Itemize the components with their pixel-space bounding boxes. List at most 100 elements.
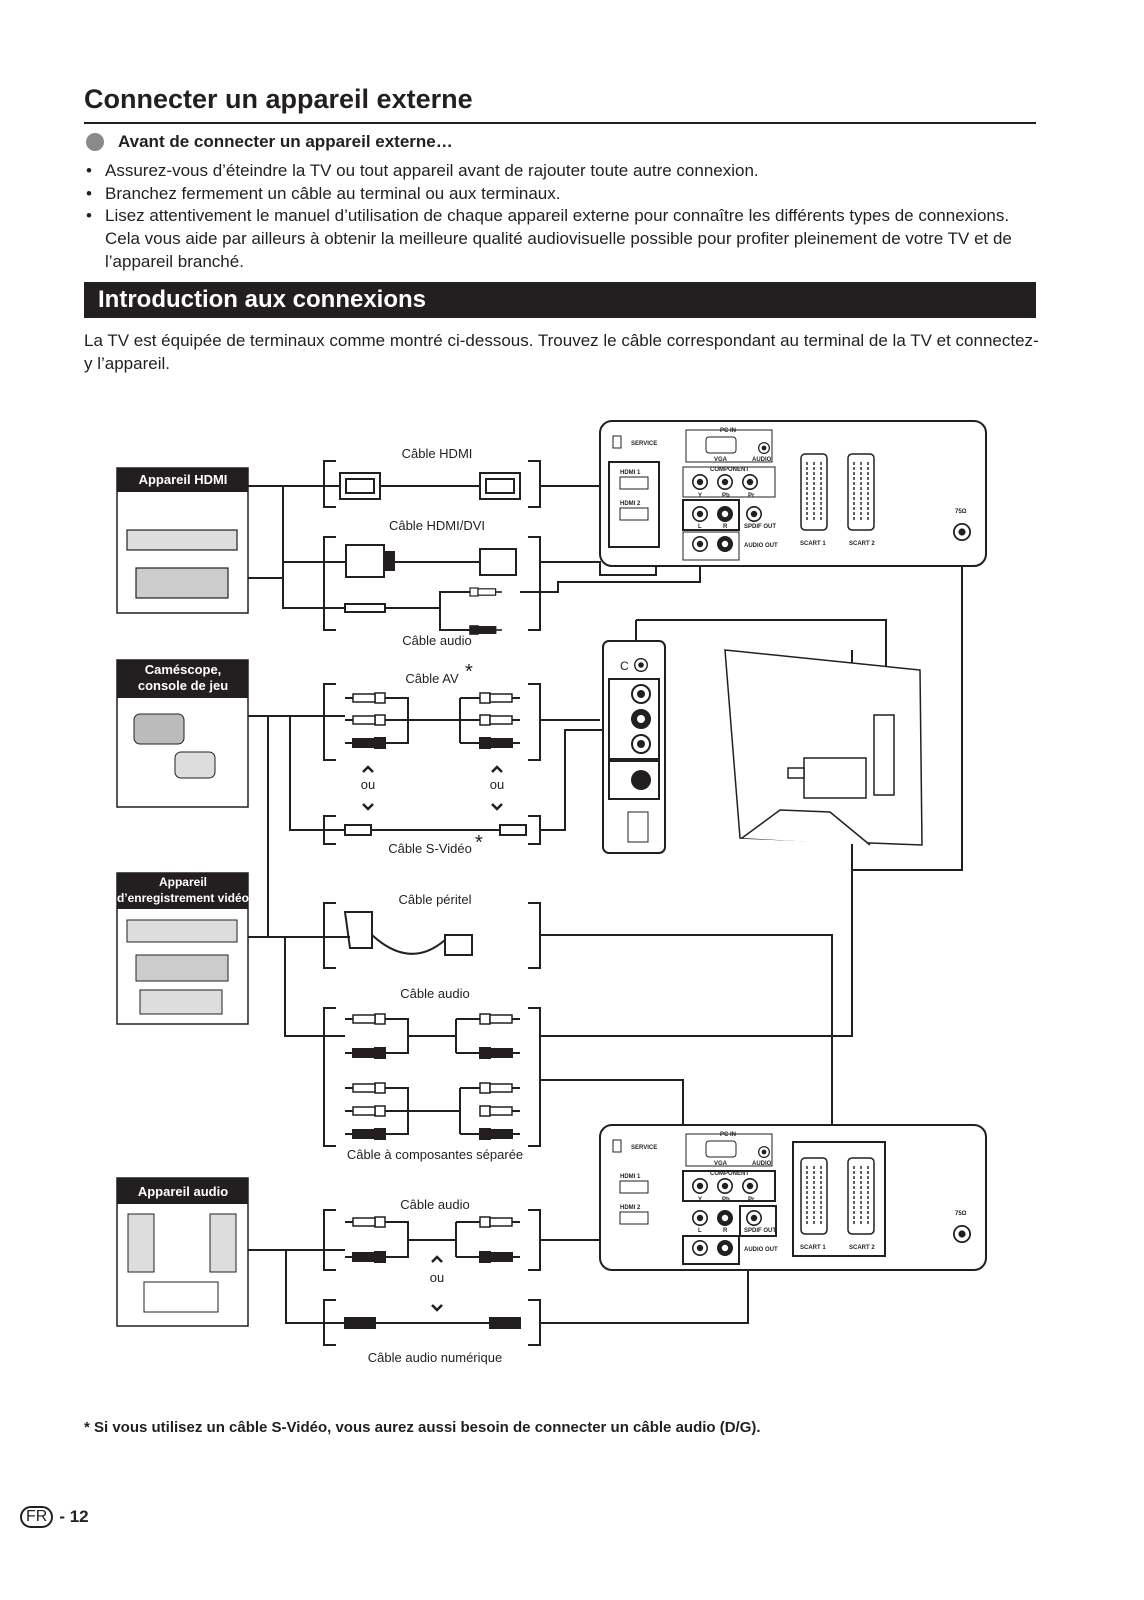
device-camcorder: Caméscope, console de jeu — [116, 659, 249, 808]
page-title: Connecter un appareil externe — [84, 84, 473, 114]
svg-text:PC IN: PC IN — [720, 428, 736, 434]
svg-text:SCART 2: SCART 2 — [849, 541, 875, 547]
svg-text:C: C — [620, 659, 629, 673]
svg-text:SCART 2: SCART 2 — [849, 1245, 875, 1251]
bullet-dot-icon — [86, 133, 104, 151]
svg-text:SPDIF OUT: SPDIF OUT — [744, 524, 776, 530]
svg-text:AUDIO OUT: AUDIO OUT — [744, 1247, 778, 1253]
svg-text:Pb: Pb — [722, 493, 730, 499]
dvd-player-icon — [126, 529, 238, 551]
audio-cable-icon — [344, 587, 503, 635]
bullet-item: Lisez attentivement le manuel d’utilisat… — [84, 205, 1039, 273]
hdmi-dvi-cable-icon — [345, 544, 517, 578]
svg-text:Y: Y — [698, 1197, 702, 1203]
intro-text: La TV est équipée de terminaux comme mon… — [84, 331, 1039, 373]
audio-receiver-icon — [143, 1281, 219, 1313]
device-recorder-label-1: Appareil — [159, 875, 207, 889]
svg-text:Y: Y — [698, 493, 702, 499]
device-hdmi-label: Appareil HDMI — [139, 472, 228, 487]
svg-text:AUDIO OUT: AUDIO OUT — [744, 543, 778, 549]
svg-text:SCART 1: SCART 1 — [800, 541, 826, 547]
cable-hdmi-label: Câble HDMI — [402, 446, 473, 461]
amplifier-icon — [135, 567, 229, 599]
device-audio: Appareil audio — [116, 1177, 249, 1327]
device-camcorder-label-1: Caméscope, — [145, 662, 222, 677]
tv-back-icon — [724, 649, 923, 846]
cable-scart-label: Câble péritel — [399, 892, 472, 907]
av-cable-icon — [344, 692, 521, 749]
asterisk: * — [475, 832, 483, 854]
svg-text:AUDIO: AUDIO — [752, 457, 772, 463]
hdmi-cable-icon — [339, 472, 521, 500]
asterisk: * — [465, 661, 473, 683]
or-label: ou — [430, 1270, 444, 1285]
game-console-icon — [174, 751, 216, 779]
tv-terminal-panel-side: C — [602, 640, 666, 854]
cable-audio-label: Câble audio — [400, 986, 469, 1001]
svg-text:Pr: Pr — [748, 493, 755, 499]
cable-av-label: Câble AV — [405, 671, 459, 686]
svg-text:75Ω: 75Ω — [955, 509, 967, 515]
svg-text:R: R — [723, 524, 728, 530]
svg-text:SCART 1: SCART 1 — [800, 1245, 826, 1251]
bullet-list: Assurez-vous d’éteindre la TV ou tout ap… — [84, 160, 1039, 274]
device-camcorder-label-2: console de jeu — [138, 678, 228, 693]
svg-text:COMPONENT: COMPONENT — [710, 467, 749, 473]
svg-text:HDMI 1: HDMI 1 — [620, 470, 641, 476]
title-rule — [84, 122, 1036, 124]
speaker-icon — [209, 1213, 237, 1273]
svg-text:HDMI 2: HDMI 2 — [620, 501, 641, 507]
audio-cable-icon — [344, 1216, 521, 1263]
language-badge: FR — [20, 1506, 54, 1528]
section-heading: Introduction aux connexions — [84, 282, 1036, 318]
cable-svideo-label: Câble S-Vidéo — [388, 841, 472, 856]
bullet-item: Branchez fermement un câble au terminal … — [84, 183, 1039, 206]
or-label: ou — [361, 777, 375, 792]
svg-text:75Ω: 75Ω — [955, 1211, 967, 1217]
svg-text:SPDIF OUT: SPDIF OUT — [744, 1228, 776, 1234]
before-heading-text: Avant de connecter un appareil externe… — [118, 132, 453, 151]
cable-audio-label: Câble audio — [402, 633, 471, 648]
svg-text:Pr: Pr — [748, 1197, 755, 1203]
svg-text:Pb: Pb — [722, 1197, 730, 1203]
cable-audio-label: Câble audio — [400, 1197, 469, 1212]
page-number: FR - 12 — [20, 1506, 89, 1528]
svg-text:L: L — [698, 524, 702, 530]
audio-cable-icon — [344, 1013, 521, 1059]
svg-text:SERVICE: SERVICE — [631, 441, 657, 447]
cable-component-label: Câble à composantes séparée — [347, 1147, 523, 1162]
svg-text:AUDIO: AUDIO — [752, 1161, 772, 1167]
svg-text:L: L — [698, 1228, 702, 1234]
component-cable-icon — [344, 1082, 521, 1140]
speaker-icon — [127, 1213, 155, 1273]
or-label: ou — [490, 777, 504, 792]
svg-text:R: R — [723, 1228, 728, 1234]
vcr-icon — [135, 954, 229, 982]
device-recorder-label-2: d’enregistrement vidéo — [117, 891, 249, 905]
svg-text:HDMI 2: HDMI 2 — [620, 1205, 641, 1211]
svg-text:VGA: VGA — [714, 1161, 728, 1167]
tv-terminal-panel-top: SERVICE HDMI 1 HDMI 2 PC IN VGA AUDIO CO… — [599, 420, 987, 567]
device-recorder: Appareil d’enregistrement vidéo — [116, 872, 249, 1025]
svg-text:SERVICE: SERVICE — [631, 1145, 657, 1151]
device-hdmi: Appareil HDMI — [116, 467, 249, 614]
vcr-icon — [139, 989, 223, 1015]
svg-text:HDMI 1: HDMI 1 — [620, 1174, 641, 1180]
svg-text:PC IN: PC IN — [720, 1132, 736, 1138]
cable-digital-audio-label: Câble audio numérique — [368, 1350, 502, 1365]
cable-hdmi-dvi-label: Câble HDMI/DVI — [389, 518, 485, 533]
camcorder-icon — [133, 713, 185, 745]
svg-text:COMPONENT: COMPONENT — [710, 1171, 749, 1177]
page-number-text: - 12 — [59, 1507, 89, 1526]
svg-text:VGA: VGA — [714, 457, 728, 463]
recorder-icon — [126, 919, 238, 943]
bullet-item: Assurez-vous d’éteindre la TV ou tout ap… — [84, 160, 1039, 183]
scart-cable-icon — [343, 911, 473, 956]
before-heading: Avant de connecter un appareil externe… — [86, 132, 453, 152]
device-audio-label: Appareil audio — [138, 1184, 228, 1199]
digital-audio-cable-icon — [344, 1317, 521, 1329]
svideo-cable-icon — [344, 824, 527, 836]
footnote: * Si vous utilisez un câble S-Vidéo, vou… — [84, 1419, 761, 1436]
tv-terminal-panel-bottom: SERVICE HDMI 1 HDMI 2 PC IN VGA AUDIO CO… — [599, 1124, 987, 1271]
